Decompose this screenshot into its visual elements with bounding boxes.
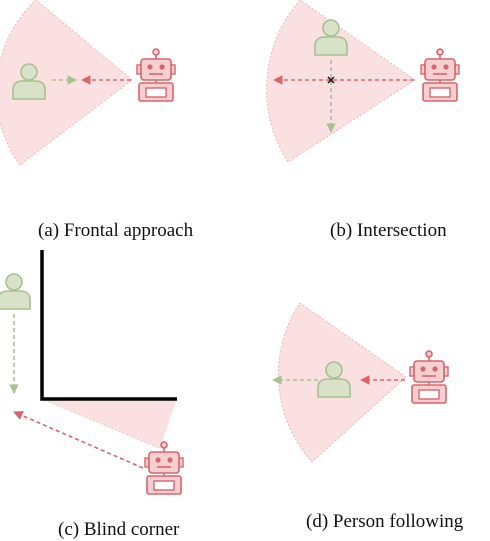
robot-view-cone-remainder — [42, 399, 177, 448]
caption-intersection: (b) Intersection — [330, 220, 447, 241]
intersection-cross-icon — [327, 76, 335, 84]
panel-b — [266, 0, 460, 163]
caption-blind-corner: (c) Blind corner — [58, 519, 180, 540]
robot-motion-arrow — [13, 411, 144, 469]
robot-icon — [144, 441, 184, 495]
panel-a — [0, 0, 176, 166]
robot-view-cone — [0, 0, 133, 166]
robot-icon — [420, 48, 460, 102]
robot-icon — [136, 48, 176, 102]
panel-c — [0, 250, 184, 495]
robot-view-cone — [266, 0, 416, 163]
caption-frontal-approach: (a) Frontal approach — [38, 220, 194, 241]
caption-person-following: (d) Person following — [306, 511, 464, 532]
person-icon — [0, 273, 31, 310]
corner-wall — [40, 250, 177, 401]
robot-icon — [409, 350, 449, 404]
panel-d — [272, 302, 449, 463]
